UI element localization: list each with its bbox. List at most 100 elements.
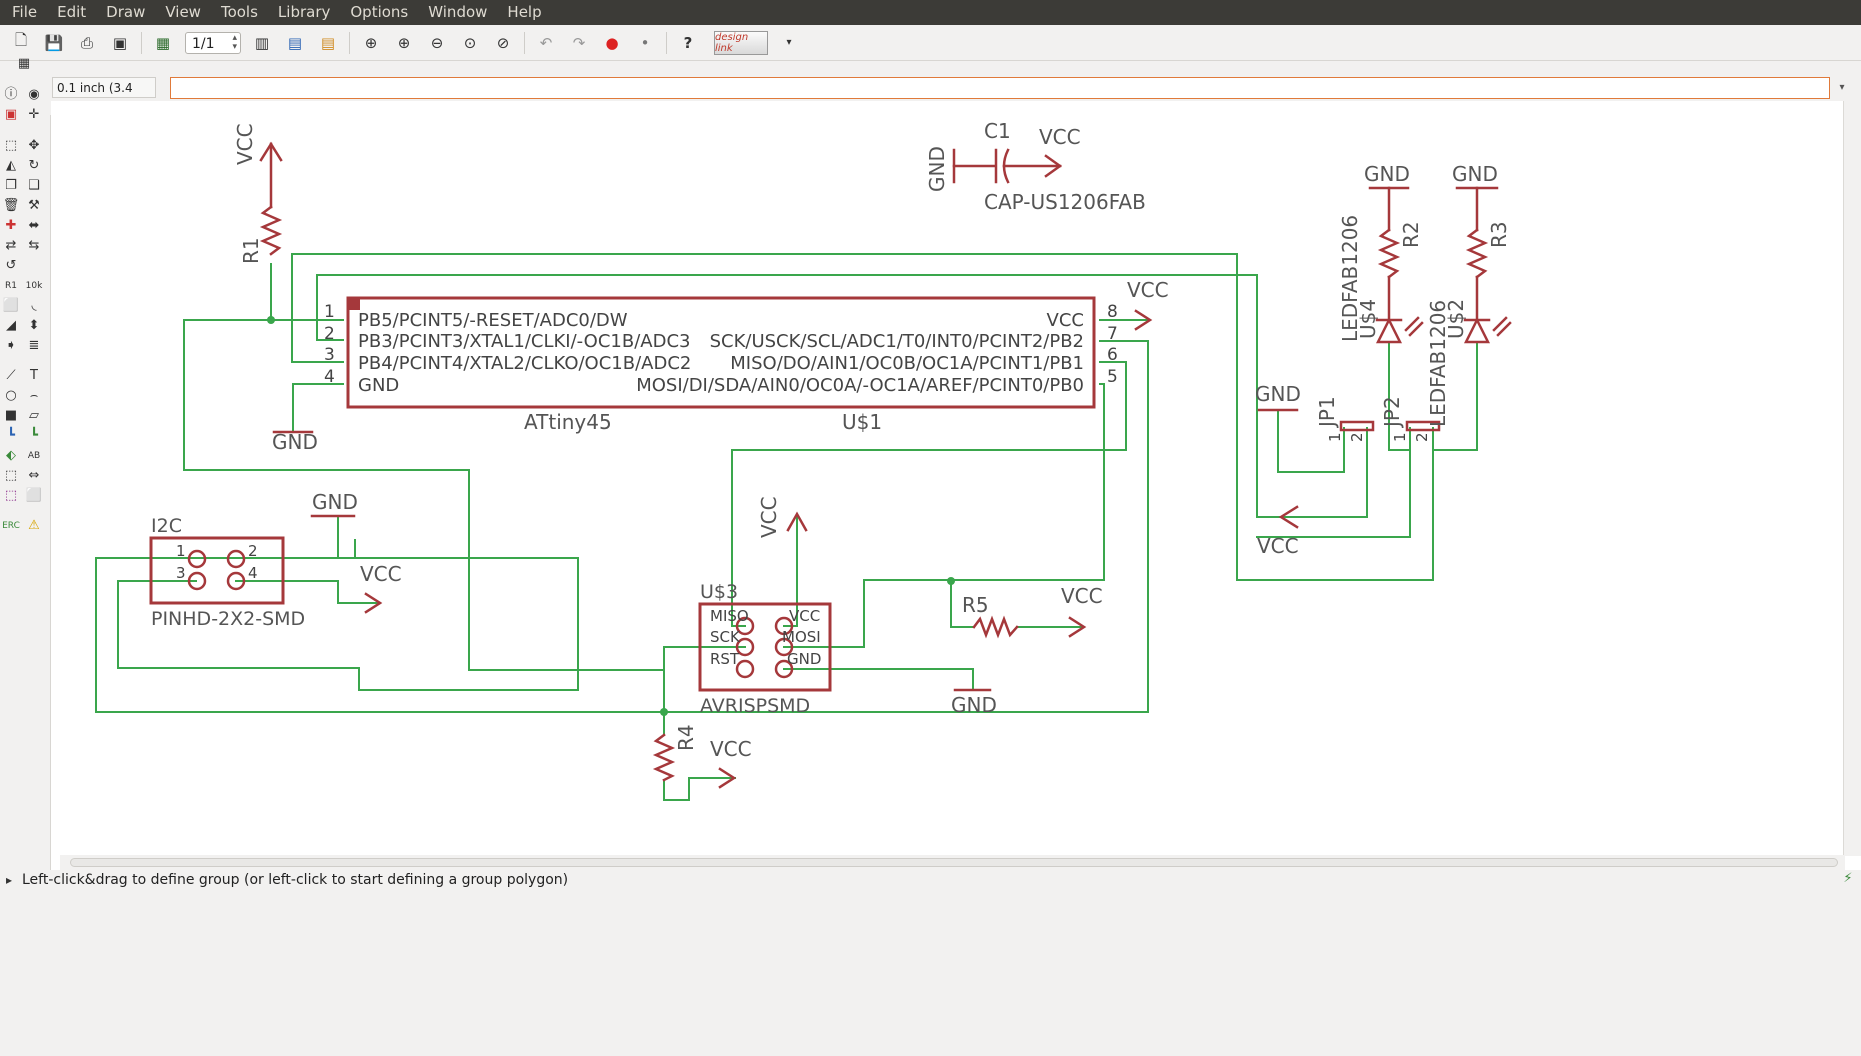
jp-vcc-label: VCC [1257,534,1299,558]
text-icon[interactable]: T [30,368,38,383]
sheet-select[interactable]: 1/1 ▴▾ [185,31,241,54]
c1-gnd-label: GND [925,146,949,192]
dimension-icon[interactable]: ⇔ [28,468,40,483]
net-wires [95,253,1478,801]
menu-options[interactable]: Options [350,3,409,21]
miter-icon[interactable]: ◟ [31,298,37,313]
u3-value: AVRISPSMD [700,695,810,717]
copy-icon[interactable]: ❐ [5,178,17,193]
erc-icon[interactable]: ERC [2,521,20,531]
bus-icon[interactable]: ┗ [7,428,15,443]
board-icon[interactable]: ▦ [155,33,171,52]
u1-vcc-label: VCC [1127,278,1169,302]
replace-icon[interactable]: ⇄ [5,238,17,253]
zoom-redraw-icon[interactable]: ⊙ [463,33,477,52]
horizontal-scrollbar-thumb[interactable] [70,858,1838,867]
cam-icon[interactable]: ▣ [112,33,128,52]
info-icon[interactable]: ⓘ [4,87,18,102]
go-icon[interactable]: • [640,33,650,52]
dropdown-icon[interactable]: ▾ [786,37,792,48]
command-input[interactable] [170,77,1830,99]
zoom-out-icon[interactable]: ⊖ [430,33,444,52]
show-icon[interactable]: ◉ [28,87,40,102]
run-icon[interactable]: ⚡ [1843,871,1853,886]
grid-icon[interactable]: ▦ [17,56,31,71]
schematic-canvas[interactable]: VCC R1 1 2 3 4 PB5/PCINT5/-RESET/ADC0/DW… [51,101,1843,856]
design-link-label: design link [715,31,749,54]
u3-vcc-label: VCC [757,496,781,538]
led2-value: LEDFAB1206 [1426,300,1450,427]
undo-icon[interactable]: ↶ [539,33,553,52]
name-icon[interactable]: R1 [5,281,17,291]
open-icon[interactable]: 🗋 [14,31,28,49]
u1-pin-8: 8 [1107,302,1118,322]
polygon-icon[interactable]: ▱ [29,408,39,423]
menu-edit[interactable]: Edit [57,3,87,21]
rect-icon[interactable]: ■ [4,408,18,423]
toolbar-divider [524,31,525,54]
paste-icon[interactable]: ❑ [28,178,40,193]
stop-icon[interactable]: ● [605,33,619,52]
script-icon[interactable]: ▤ [287,33,303,52]
print-icon[interactable]: ⎙ [80,33,93,52]
command-history-dropdown-icon[interactable]: ▾ [1839,82,1845,93]
mark-icon[interactable]: ✛ [28,107,40,122]
save-icon[interactable]: 💾 [44,33,64,52]
change-icon[interactable]: ➧ [5,338,17,353]
u1-pin-4: 4 [324,367,335,387]
jp1-pin-1: 1 [1326,432,1344,442]
split-icon[interactable]: ◢ [6,318,16,333]
ulp-icon[interactable]: ▤ [320,33,336,52]
u3-pin-vcc: VCC [789,607,820,625]
junction-icon[interactable]: ⬖ [6,448,16,463]
menu-tools[interactable]: Tools [220,3,258,21]
menu-draw[interactable]: Draw [106,3,146,21]
menu-file[interactable]: File [12,3,38,21]
frame-icon[interactable]: ⬚ [4,488,18,503]
gateswap-icon[interactable]: ⇆ [28,238,40,253]
invoke-icon[interactable]: ↺ [5,258,17,273]
pinswap-icon[interactable]: ⬌ [28,218,40,233]
delete-icon[interactable]: 🗑 [2,198,20,213]
wrench-icon[interactable]: ⚒ [28,198,40,213]
menu-view[interactable]: View [165,3,201,21]
zoom-in-icon[interactable]: ⊕ [397,33,411,52]
c1-label: C1 [984,119,1011,143]
zoom-fit-icon[interactable]: ⊕ [364,33,378,52]
attribute-icon[interactable]: ⬚ [4,468,18,483]
u1-gnd-label: GND [272,430,318,454]
smash-icon[interactable]: ⬜ [2,298,20,313]
paste-from-icon[interactable]: ≣ [28,338,40,353]
port-icon[interactable]: ⬜ [25,488,43,503]
display-icon[interactable]: ▣ [4,107,18,122]
design-link-button[interactable]: design link [714,30,768,55]
net-icon[interactable]: ┗ [30,428,38,443]
u3-pin-miso: MISO [710,607,749,625]
warning-icon[interactable]: ⚠ [28,518,40,533]
circle-icon[interactable]: ○ [5,388,17,403]
rotate-icon[interactable]: ↻ [28,158,40,173]
add-icon[interactable]: ✚ [5,218,17,233]
wire-icon[interactable]: ⟋ [6,368,16,383]
toolbar-divider [141,31,142,54]
menu-window[interactable]: Window [428,3,488,21]
arc-icon[interactable]: ⌢ [29,388,39,403]
u1-pin-7: 7 [1107,324,1118,344]
junction-dots [267,316,955,716]
mirror-icon[interactable]: ◭ [6,158,16,173]
label-icon[interactable]: AB [27,451,41,461]
optimize-icon[interactable]: ⬍ [28,318,40,333]
menu-library[interactable]: Library [277,3,331,21]
group-icon[interactable]: ⬚ [4,138,18,153]
horizontal-scrollbar[interactable] [60,855,1845,870]
grid-view-icon[interactable]: ▥ [254,33,270,52]
jp2-label: JP2 [1380,396,1404,429]
zoom-select-icon[interactable]: ⊘ [496,33,510,52]
move-icon[interactable]: ✥ [28,138,40,153]
u1-pin-6: 6 [1107,345,1118,365]
help-icon[interactable]: ? [683,33,693,52]
menu-help[interactable]: Help [507,3,542,21]
redo-icon[interactable]: ↷ [572,33,586,52]
value-icon[interactable]: 10k [25,281,43,291]
vertical-scrollbar[interactable] [1843,101,1861,856]
